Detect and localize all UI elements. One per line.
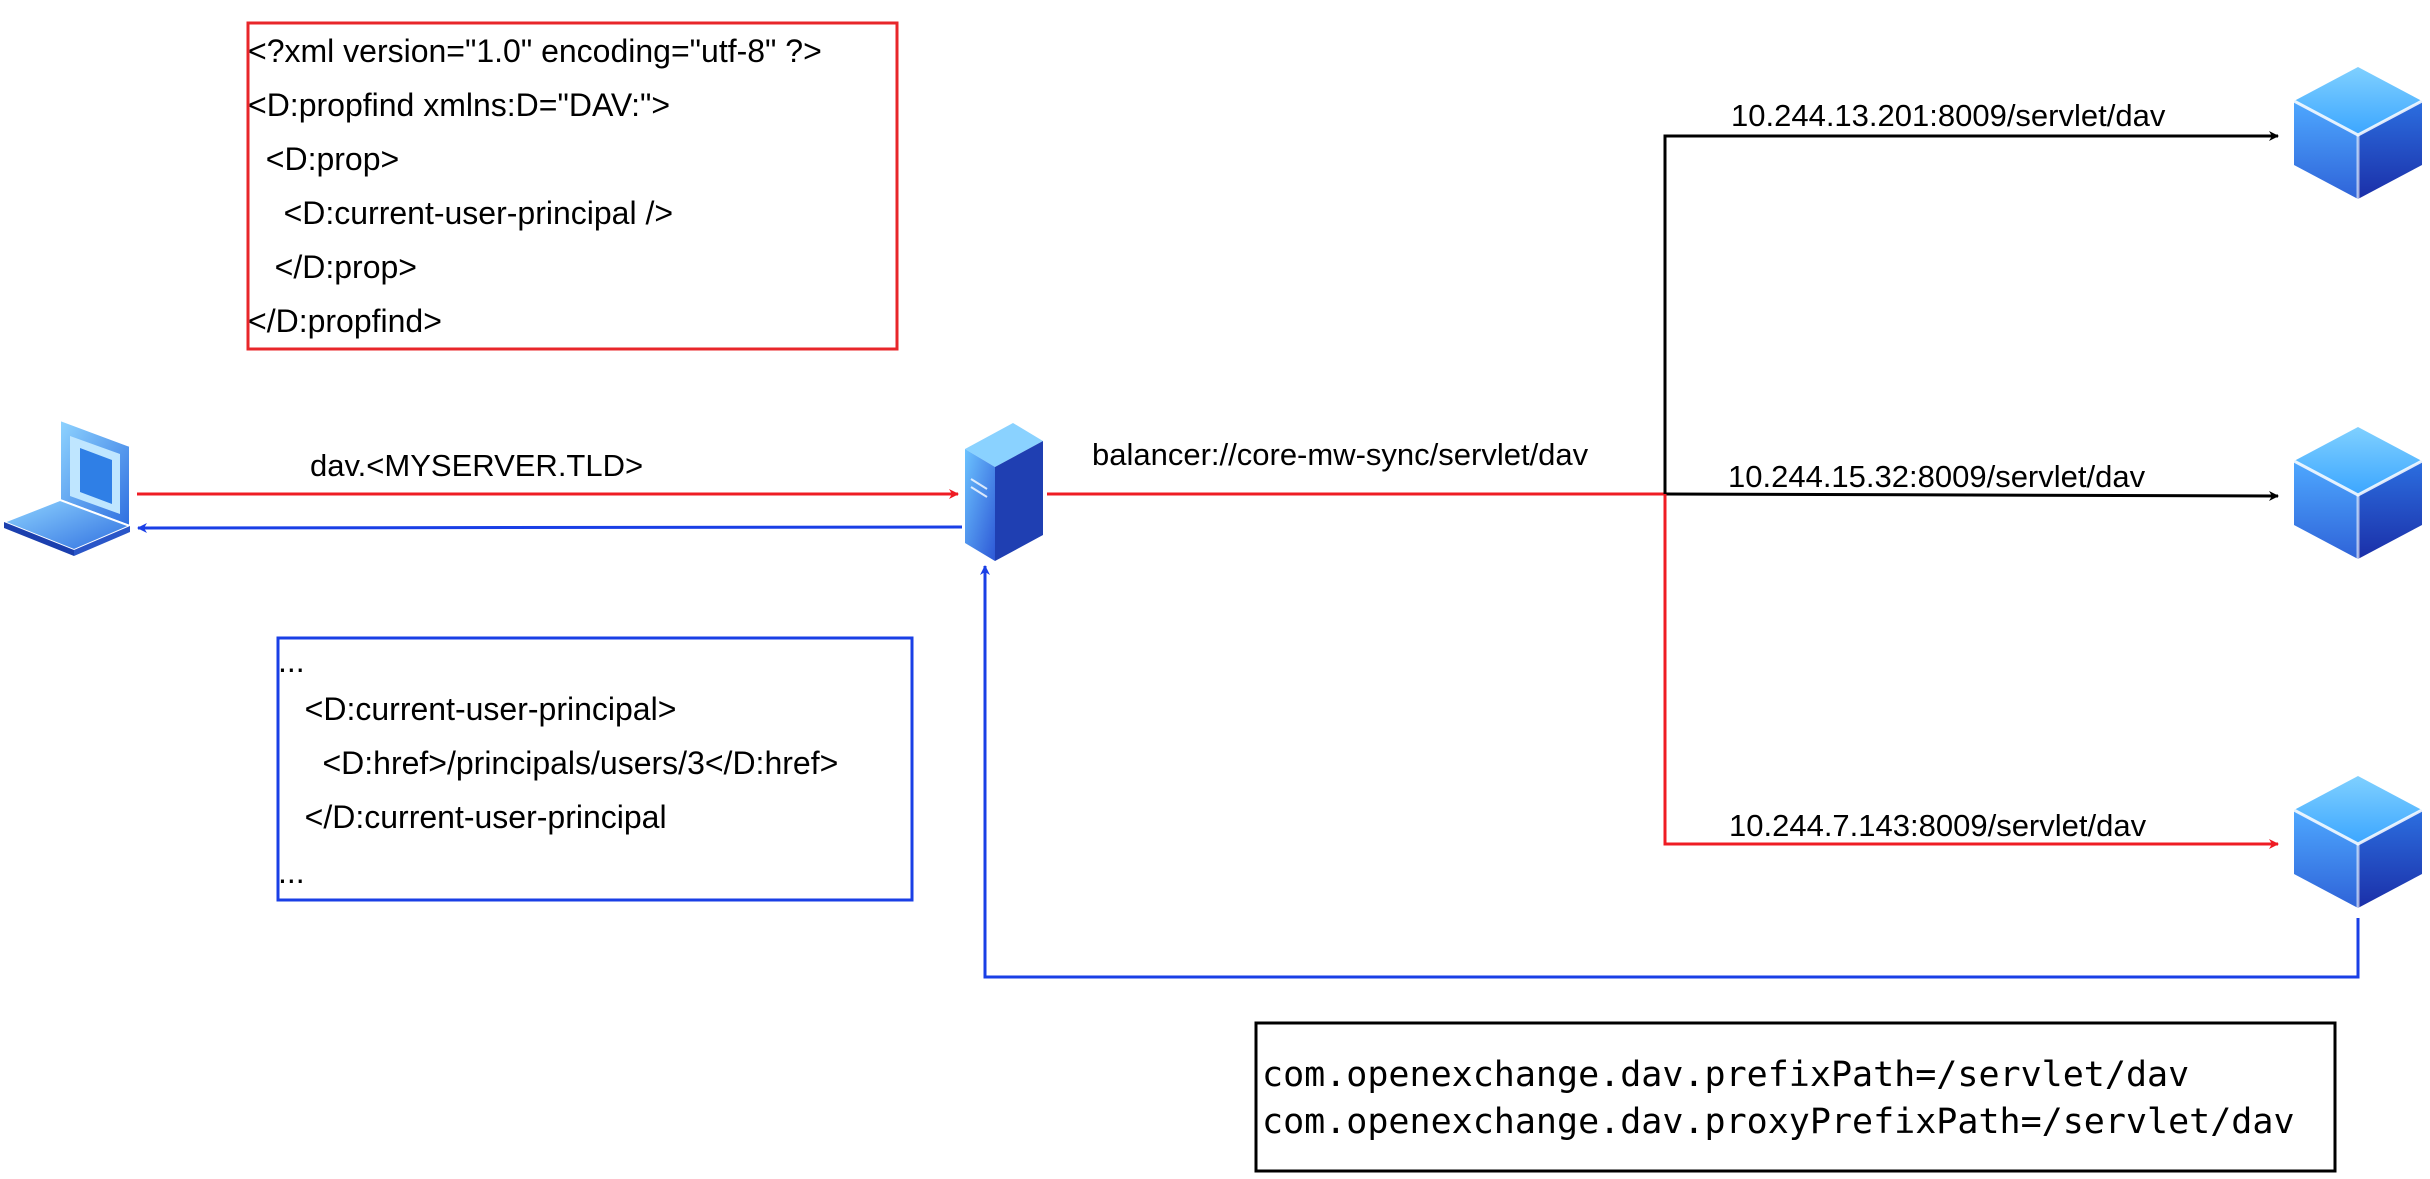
request-line: <D:prop>: [248, 141, 399, 177]
response-line: <D:current-user-principal>: [278, 691, 676, 727]
backend-1-route: [1663, 131, 2279, 494]
backend-3-route: [1663, 494, 2279, 849]
request-line: <D:propfind xmlns:D="DAV:">: [248, 87, 670, 123]
request-line: <D:current-user-principal />: [248, 195, 673, 231]
request-line: </D:prop>: [248, 249, 417, 285]
backend-1-cube-icon: [2292, 65, 2424, 201]
response-line: ...: [278, 854, 305, 890]
backend-1-label: 10.244.13.201:8009/servlet/dav: [1731, 98, 2166, 133]
request-xml-box: <?xml version="1.0" encoding="utf-8" ?> …: [246, 21, 899, 351]
request-line: </D:propfind>: [248, 303, 442, 339]
config-line: com.openexchange.dav.prefixPath=/servlet…: [1262, 1055, 2189, 1095]
backend-3-label: 10.244.7.143:8009/servlet/dav: [1729, 808, 2147, 843]
config-box: com.openexchange.dav.prefixPath=/servlet…: [1254, 1021, 2337, 1173]
backend-2-route: [1664, 490, 2279, 501]
client-request-label: dav.<MYSERVER.TLD>: [310, 448, 643, 483]
backend-2-cube-icon: [2292, 425, 2424, 561]
backend-response-route: [980, 565, 2360, 979]
response-line: ...: [278, 643, 305, 679]
response-line: </D:current-user-principal: [278, 799, 667, 835]
response-xml-box: ... <D:current-user-principal> <D:href>/…: [276, 636, 914, 902]
response-line: <D:href>/principals/users/3</D:href>: [278, 745, 838, 781]
laptop-icon: [1, 418, 133, 556]
server-icon: [965, 423, 1043, 561]
backend-3-cube-icon: [2292, 774, 2424, 910]
client-response-arrow: [137, 522, 963, 533]
config-line: com.openexchange.dav.proxyPrefixPath=/se…: [1262, 1102, 2295, 1142]
balancer-label: balancer://core-mw-sync/servlet/dav: [1092, 437, 1589, 472]
backend-2-label: 10.244.15.32:8009/servlet/dav: [1728, 459, 2146, 494]
request-line: <?xml version="1.0" encoding="utf-8" ?>: [248, 33, 822, 69]
